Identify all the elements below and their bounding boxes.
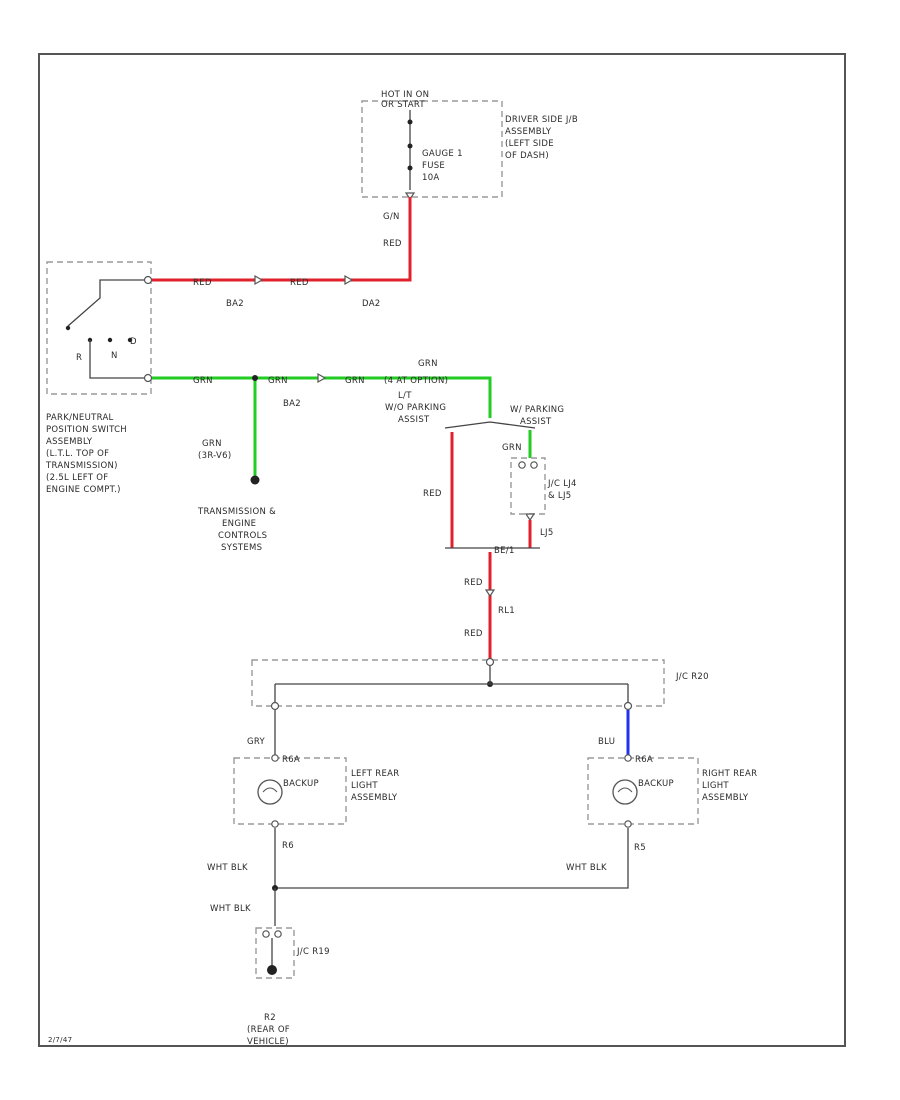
right-lamp-bulb: BACKUP bbox=[638, 779, 674, 789]
right-lamp-label-3: ASSEMBLY bbox=[702, 793, 749, 803]
switch-label-2: POSITION SWITCH bbox=[46, 425, 127, 435]
left-bulb-icon bbox=[257, 779, 283, 805]
right-lamp-label-2: LIGHT bbox=[702, 781, 729, 791]
switch-pos-n: N bbox=[111, 351, 118, 361]
left-lamp-bulb: BACKUP bbox=[283, 779, 319, 789]
parking-rh-2: ASSIST bbox=[520, 417, 552, 427]
switch-pos-r: R bbox=[76, 353, 82, 363]
parking-grn: GRN bbox=[502, 443, 522, 453]
ground-point-icon bbox=[267, 965, 277, 975]
conn-ba2-mid: BA2 bbox=[283, 399, 301, 409]
jc-r19-label: J/C R19 bbox=[296, 947, 330, 957]
parking-lh-3: ASSIST bbox=[398, 415, 430, 425]
parking-rh-1: W/ PARKING bbox=[510, 405, 564, 415]
trans-label-2: ENGINE bbox=[222, 519, 256, 529]
jc-pin: BE/1 bbox=[494, 546, 515, 556]
wire-label-red-6: RED bbox=[464, 629, 483, 639]
driver-side-jb-box bbox=[361, 100, 503, 198]
conn-da2: DA2 bbox=[362, 299, 381, 309]
switch-label-1: PARK/NEUTRAL bbox=[46, 413, 114, 423]
switch-label-6: (2.5L LEFT OF bbox=[46, 473, 109, 483]
grn-option: (4 AT OPTION) bbox=[384, 376, 448, 386]
jc-lj-label-2: & LJ5 bbox=[548, 491, 571, 501]
jb-label-3: (LEFT SIDE bbox=[505, 139, 554, 149]
switch-pos-d: D bbox=[130, 337, 137, 347]
jb-label-1: DRIVER SIDE J/B bbox=[505, 115, 578, 125]
wire-label-wht-blk-r: WHT BLK bbox=[566, 863, 607, 873]
wire-label-red-3: RED bbox=[290, 278, 309, 288]
jb-label-4: OF DASH) bbox=[505, 151, 549, 161]
conn-rl1: RL1 bbox=[498, 606, 515, 616]
jc-r19-box bbox=[255, 927, 295, 979]
wire-label-red-5: RED bbox=[464, 578, 483, 588]
wire-label-blu: BLU bbox=[598, 737, 615, 747]
pin-r6: R6 bbox=[282, 841, 294, 851]
switch-label-4: (L.T.L. TOP OF bbox=[46, 449, 109, 459]
grn-variant: GRN bbox=[202, 439, 222, 449]
wire-label-red-1: RED bbox=[383, 239, 402, 249]
right-lamp-pin: R6A bbox=[635, 755, 653, 765]
right-rear-light-box bbox=[587, 757, 699, 825]
wire-label-gn: G/N bbox=[383, 212, 400, 222]
wire-label-gry: GRY bbox=[247, 737, 266, 747]
diagram-frame bbox=[38, 53, 846, 1047]
switch-label-5: TRANSMISSION) bbox=[45, 461, 118, 471]
parking-lh-2: W/O PARKING bbox=[385, 403, 446, 413]
green-wire-main bbox=[152, 376, 492, 418]
wire-label-grn-3: GRN bbox=[345, 376, 365, 386]
jc-lj-label-1: J/C LJ4 bbox=[547, 479, 577, 489]
pin-r5: R5 bbox=[634, 843, 646, 853]
right-lamp-label-1: RIGHT REAR bbox=[702, 769, 757, 779]
wire-label-grn-2: GRN bbox=[268, 376, 288, 386]
fuse-label-2: FUSE bbox=[422, 161, 445, 171]
conn-lj5: LJ5 bbox=[540, 528, 554, 538]
footer-code: 2/7/47 bbox=[48, 1036, 72, 1044]
hot-label-2: OR START bbox=[381, 100, 425, 110]
switch-contact bbox=[67, 279, 144, 327]
left-rear-light-box bbox=[233, 757, 347, 825]
trans-label-4: SYSTEMS bbox=[221, 543, 262, 553]
wire-label-red-4: RED bbox=[423, 489, 442, 499]
jc-r20-box bbox=[251, 659, 665, 707]
wire-label-red-2: RED bbox=[193, 278, 212, 288]
wire-label-wht-blk-g: WHT BLK bbox=[210, 904, 251, 914]
switch-label-3: ASSEMBLY bbox=[46, 437, 93, 447]
trans-label-1: TRANSMISSION & bbox=[197, 507, 276, 517]
jc-lj4-box bbox=[510, 457, 546, 515]
red-wire-main bbox=[150, 197, 412, 282]
conn-ba2-top: BA2 bbox=[226, 299, 244, 309]
left-lamp-pin: R6A bbox=[282, 755, 300, 765]
wire-label-grn-4: GRN bbox=[418, 359, 438, 369]
wire-label-wht-blk-l: WHT BLK bbox=[207, 863, 248, 873]
ground-label-2: VEHICLE) bbox=[247, 1037, 289, 1047]
wire-label-grn-1: GRN bbox=[193, 376, 213, 386]
left-lamp-label-2: LIGHT bbox=[351, 781, 378, 791]
left-lamp-label-1: LEFT REAR bbox=[351, 769, 399, 779]
right-bulb-icon bbox=[612, 779, 638, 805]
trans-label-3: CONTROLS bbox=[218, 531, 267, 541]
grn-variant-sub: (3R-V6) bbox=[198, 451, 232, 461]
parking-lh-1: L/T bbox=[398, 391, 412, 401]
ground-label-1: (REAR OF bbox=[247, 1025, 290, 1035]
left-lamp-label-3: ASSEMBLY bbox=[351, 793, 398, 803]
jc-r20-label: J/C R20 bbox=[675, 672, 709, 682]
fuse-label-3: 10A bbox=[422, 173, 440, 183]
ground-id: R2 bbox=[264, 1013, 276, 1023]
park-neutral-switch-box bbox=[46, 261, 152, 395]
fuse-label-1: GAUGE 1 bbox=[422, 149, 463, 159]
switch-label-7: ENGINE COMPT.) bbox=[46, 485, 121, 495]
hot-label-1: HOT IN ON bbox=[381, 90, 429, 100]
jb-label-2: ASSEMBLY bbox=[505, 127, 552, 137]
